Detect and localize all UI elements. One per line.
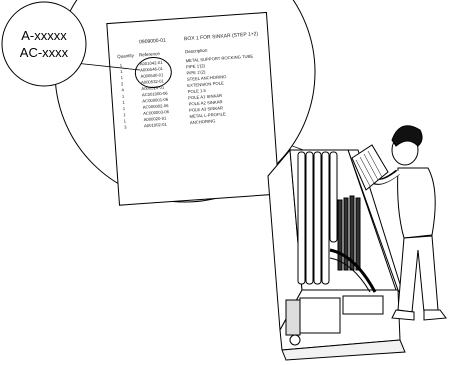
callout-line-2: AC-xxxx bbox=[20, 45, 69, 60]
callout-line-1: A-xxxxx bbox=[21, 28, 67, 43]
parts-list-document: 0909000-01 BOX 1 FOR SINKAR (STEP 1+2) Q… bbox=[107, 12, 279, 205]
